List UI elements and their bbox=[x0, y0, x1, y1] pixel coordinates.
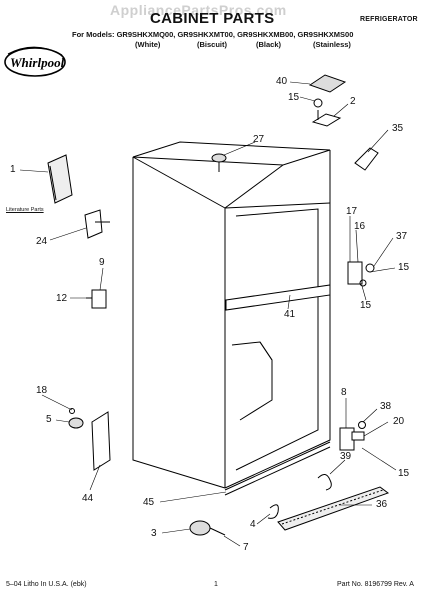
callout-15-lower: 15 bbox=[360, 300, 372, 311]
divider-rail-41 bbox=[225, 284, 331, 311]
model-stainless: GR9SHKXMS00 bbox=[297, 30, 354, 39]
part-24 bbox=[84, 209, 110, 239]
svg-text:Whirlpool: Whirlpool bbox=[10, 55, 65, 70]
part-39 bbox=[317, 474, 332, 491]
category-label: REFRIGERATOR bbox=[360, 16, 418, 23]
model-black: GR9SHKXMB00, bbox=[237, 30, 296, 39]
cabinet-body bbox=[132, 141, 331, 496]
hinge-cover-40 bbox=[308, 74, 347, 93]
callout-5: 5 bbox=[46, 414, 52, 425]
footer-litho: 5–04 Litho In U.S.A. (ebk) bbox=[6, 581, 87, 588]
page-title: CABINET PARTS bbox=[150, 10, 275, 27]
models-prefix: For Models: bbox=[72, 30, 115, 39]
footer-part-number: Part No. 8196799 Rev. A bbox=[337, 581, 414, 588]
whirlpool-logo: Whirlpool bbox=[4, 46, 66, 77]
crisper-outline bbox=[231, 341, 273, 421]
middle-hinge bbox=[347, 261, 375, 287]
callout-12: 12 bbox=[56, 293, 68, 304]
callout-3: 3 bbox=[151, 528, 157, 539]
toe-grille-36 bbox=[277, 486, 390, 531]
part-3-7 bbox=[189, 520, 226, 536]
callout-38: 38 bbox=[380, 401, 392, 412]
part-35 bbox=[354, 147, 379, 171]
model-biscuit: GR9SHKXMT00, bbox=[177, 30, 235, 39]
callout-40: 40 bbox=[276, 76, 288, 87]
watermark: AppliancePartsPros.com bbox=[110, 2, 287, 18]
callout-15-bottom: 15 bbox=[398, 468, 410, 479]
callout-27: 27 bbox=[253, 134, 265, 145]
callout-44: 44 bbox=[82, 493, 94, 504]
callout-41: 41 bbox=[284, 309, 296, 320]
callout-2: 2 bbox=[350, 96, 356, 107]
literature-part-1 bbox=[47, 154, 73, 204]
bottom-hinge bbox=[339, 421, 366, 451]
model-white: GR9SHKXMQ00, bbox=[116, 30, 176, 39]
literature-caption: Literature Parts bbox=[6, 207, 44, 213]
callout-36: 36 bbox=[376, 499, 388, 510]
color-stainless: (Stainless) bbox=[313, 40, 351, 49]
footer-page-number: 1 bbox=[214, 581, 218, 588]
color-white: (White) bbox=[135, 40, 161, 49]
callout-9: 9 bbox=[99, 257, 105, 268]
models-line: For Models: GR9SHKXMQ00, GR9SHKXMT00, GR… bbox=[72, 30, 353, 39]
callout-45: 45 bbox=[143, 497, 155, 508]
callout-15-top: 15 bbox=[288, 92, 300, 103]
callout-20: 20 bbox=[393, 416, 405, 427]
callout-7: 7 bbox=[243, 542, 249, 553]
top-hinge-2 bbox=[311, 110, 342, 127]
callout-37: 37 bbox=[396, 231, 408, 242]
callout-39: 39 bbox=[340, 451, 352, 462]
callout-15-mid: 15 bbox=[398, 262, 410, 273]
callout-24: 24 bbox=[36, 236, 48, 247]
part-5-18 bbox=[68, 408, 111, 471]
color-biscuit: (Biscuit) bbox=[197, 40, 227, 49]
leader-lines bbox=[19, 81, 397, 547]
callout-16: 16 bbox=[354, 221, 366, 232]
part-9-12 bbox=[86, 289, 107, 309]
callout-35: 35 bbox=[392, 123, 404, 134]
color-black: (Black) bbox=[256, 40, 282, 49]
callout-4: 4 bbox=[250, 519, 256, 530]
callout-8: 8 bbox=[341, 387, 347, 398]
callout-1: 1 bbox=[10, 164, 16, 175]
callout-17: 17 bbox=[346, 206, 358, 217]
callout-18: 18 bbox=[36, 385, 48, 396]
part-4 bbox=[267, 504, 279, 519]
